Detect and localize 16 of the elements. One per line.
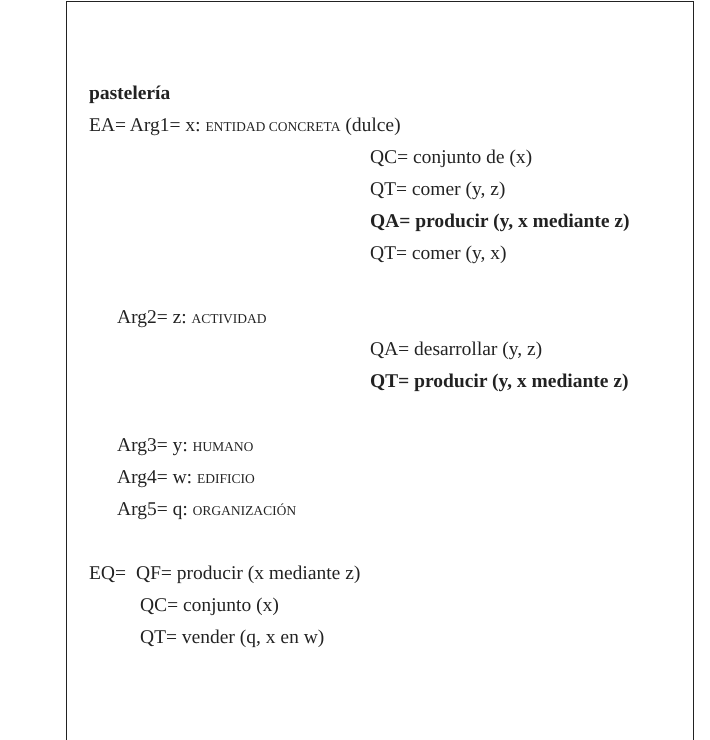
- definition-line: Arg3= y: HUMANO: [117, 434, 254, 458]
- entry-title: pastelería: [89, 82, 170, 106]
- definition-line: QF= producir (x mediante z): [136, 562, 360, 586]
- definition-line: Arg5= q: ORGANIZACIÓN: [117, 498, 296, 522]
- definition-line: QT= comer (y, x): [370, 242, 506, 266]
- definition-line: Arg4= w: EDIFICIO: [117, 466, 255, 490]
- definition-line: EA= Arg1= x: ENTIDAD CONCRETA (dulce): [89, 114, 401, 138]
- definition-line: EQ=: [89, 562, 126, 586]
- definition-line: QC= conjunto (x): [140, 594, 279, 618]
- definition-line: QT= vender (q, x en w): [140, 626, 324, 650]
- definition-line: QA= desarrollar (y, z): [370, 338, 542, 362]
- definition-line: QA= producir (y, x mediante z): [370, 210, 630, 234]
- definition-line: QT= comer (y, z): [370, 178, 506, 202]
- definition-line: QC= conjunto de (x): [370, 146, 532, 170]
- definition-line: Arg2= z: ACTIVIDAD: [117, 306, 267, 330]
- definition-line: QT= producir (y, x mediante z): [370, 370, 628, 394]
